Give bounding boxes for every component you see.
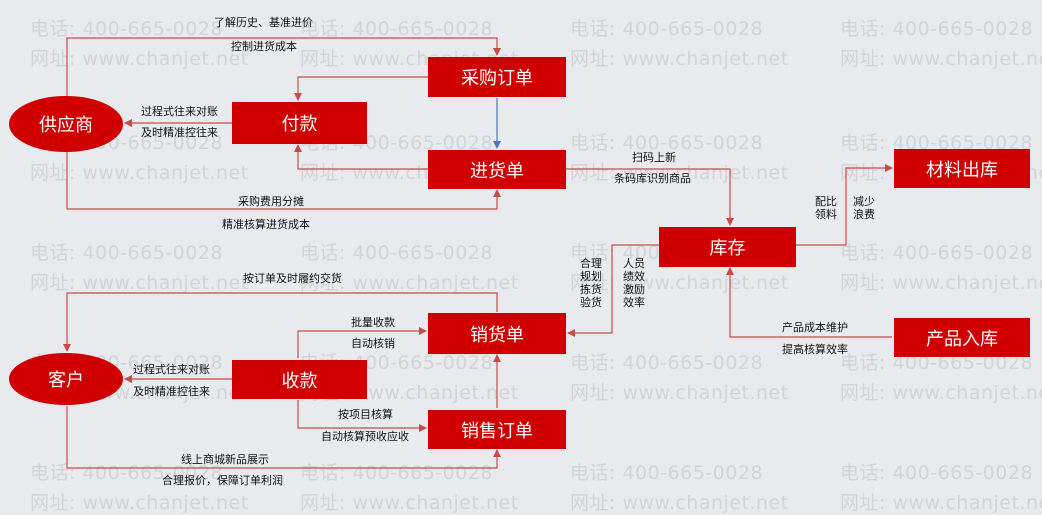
node-inventory: 库存 xyxy=(659,227,796,267)
edge-purchase-order-payment xyxy=(294,76,428,101)
label-recv-1: 过程式往来对账 xyxy=(133,363,210,376)
label-product-2: 提高核算效率 xyxy=(782,343,848,356)
label-mall-1: 线上商城新品展示 xyxy=(181,453,269,466)
label-plan: 合理规划拣货验货 xyxy=(580,257,602,309)
edge-customer-order xyxy=(66,406,501,469)
label-staff: 人员绩效激励效率 xyxy=(623,257,645,309)
label-history-2: 控制进货成本 xyxy=(231,40,297,53)
edge-sales-customer xyxy=(63,292,498,352)
edge-receipt-inventory xyxy=(566,168,734,226)
edge-collection-order xyxy=(297,400,427,432)
label-mall-2: 合理报价，保障订单利润 xyxy=(162,474,283,487)
label-batch-2: 自动核销 xyxy=(351,337,395,350)
watermark-site: 网址: www.chanjet.net xyxy=(840,492,1042,514)
node-receipt: 进货单 xyxy=(428,150,566,189)
node-customer: 客户 xyxy=(9,353,123,405)
edge-inventory-sales xyxy=(567,244,659,337)
node-collection: 收款 xyxy=(232,360,367,399)
label-scan-2: 条码库识别商品 xyxy=(614,172,691,185)
label-scan-1: 扫码上新 xyxy=(632,151,676,164)
node-purchase-order: 采购订单 xyxy=(428,57,566,97)
label-cost-1: 采购费用分摊 xyxy=(238,195,304,208)
edge-receipt-payment xyxy=(294,144,428,170)
label-waste: 减少浪费 xyxy=(853,195,875,221)
connector-lines xyxy=(63,37,893,469)
label-product-1: 产品成本维护 xyxy=(782,321,848,334)
label-history-1: 了解历史、基准进价 xyxy=(214,16,313,29)
watermark-site: 网址: www.chanjet.net xyxy=(570,492,789,514)
node-supplier: 供应商 xyxy=(9,96,123,152)
label-recv-2: 及时精准控往来 xyxy=(133,385,210,398)
edge-collection-sales xyxy=(297,327,427,358)
edge-inventory-material xyxy=(796,164,893,246)
node-sales-order: 销售订单 xyxy=(428,410,566,449)
edge-supplier-purchase-order xyxy=(66,37,501,98)
node-sales-invoice: 销货单 xyxy=(428,313,566,354)
edge-product-inventory xyxy=(726,267,892,338)
node-product-in: 产品入库 xyxy=(894,318,1030,357)
watermark-site: 网址: www.chanjet.net xyxy=(30,492,249,514)
label-material: 配比领料 xyxy=(815,195,837,221)
label-batch-1: 批量收款 xyxy=(351,316,395,329)
node-payment: 付款 xyxy=(232,102,367,144)
node-material-out: 材料出库 xyxy=(894,149,1030,188)
label-project-1: 按项目核算 xyxy=(338,408,393,421)
label-cost-2: 精准核算进货成本 xyxy=(222,218,310,231)
label-project-2: 自动核算预收应收 xyxy=(321,430,409,443)
label-pay-2: 及时精准控往来 xyxy=(141,126,218,139)
edge-supplier-receipt xyxy=(66,150,501,210)
watermark-site: 网址: www.chanjet.net xyxy=(300,492,519,514)
label-pay-1: 过程式往来对账 xyxy=(141,105,218,118)
label-delivery: 按订单及时履约交货 xyxy=(243,272,342,285)
